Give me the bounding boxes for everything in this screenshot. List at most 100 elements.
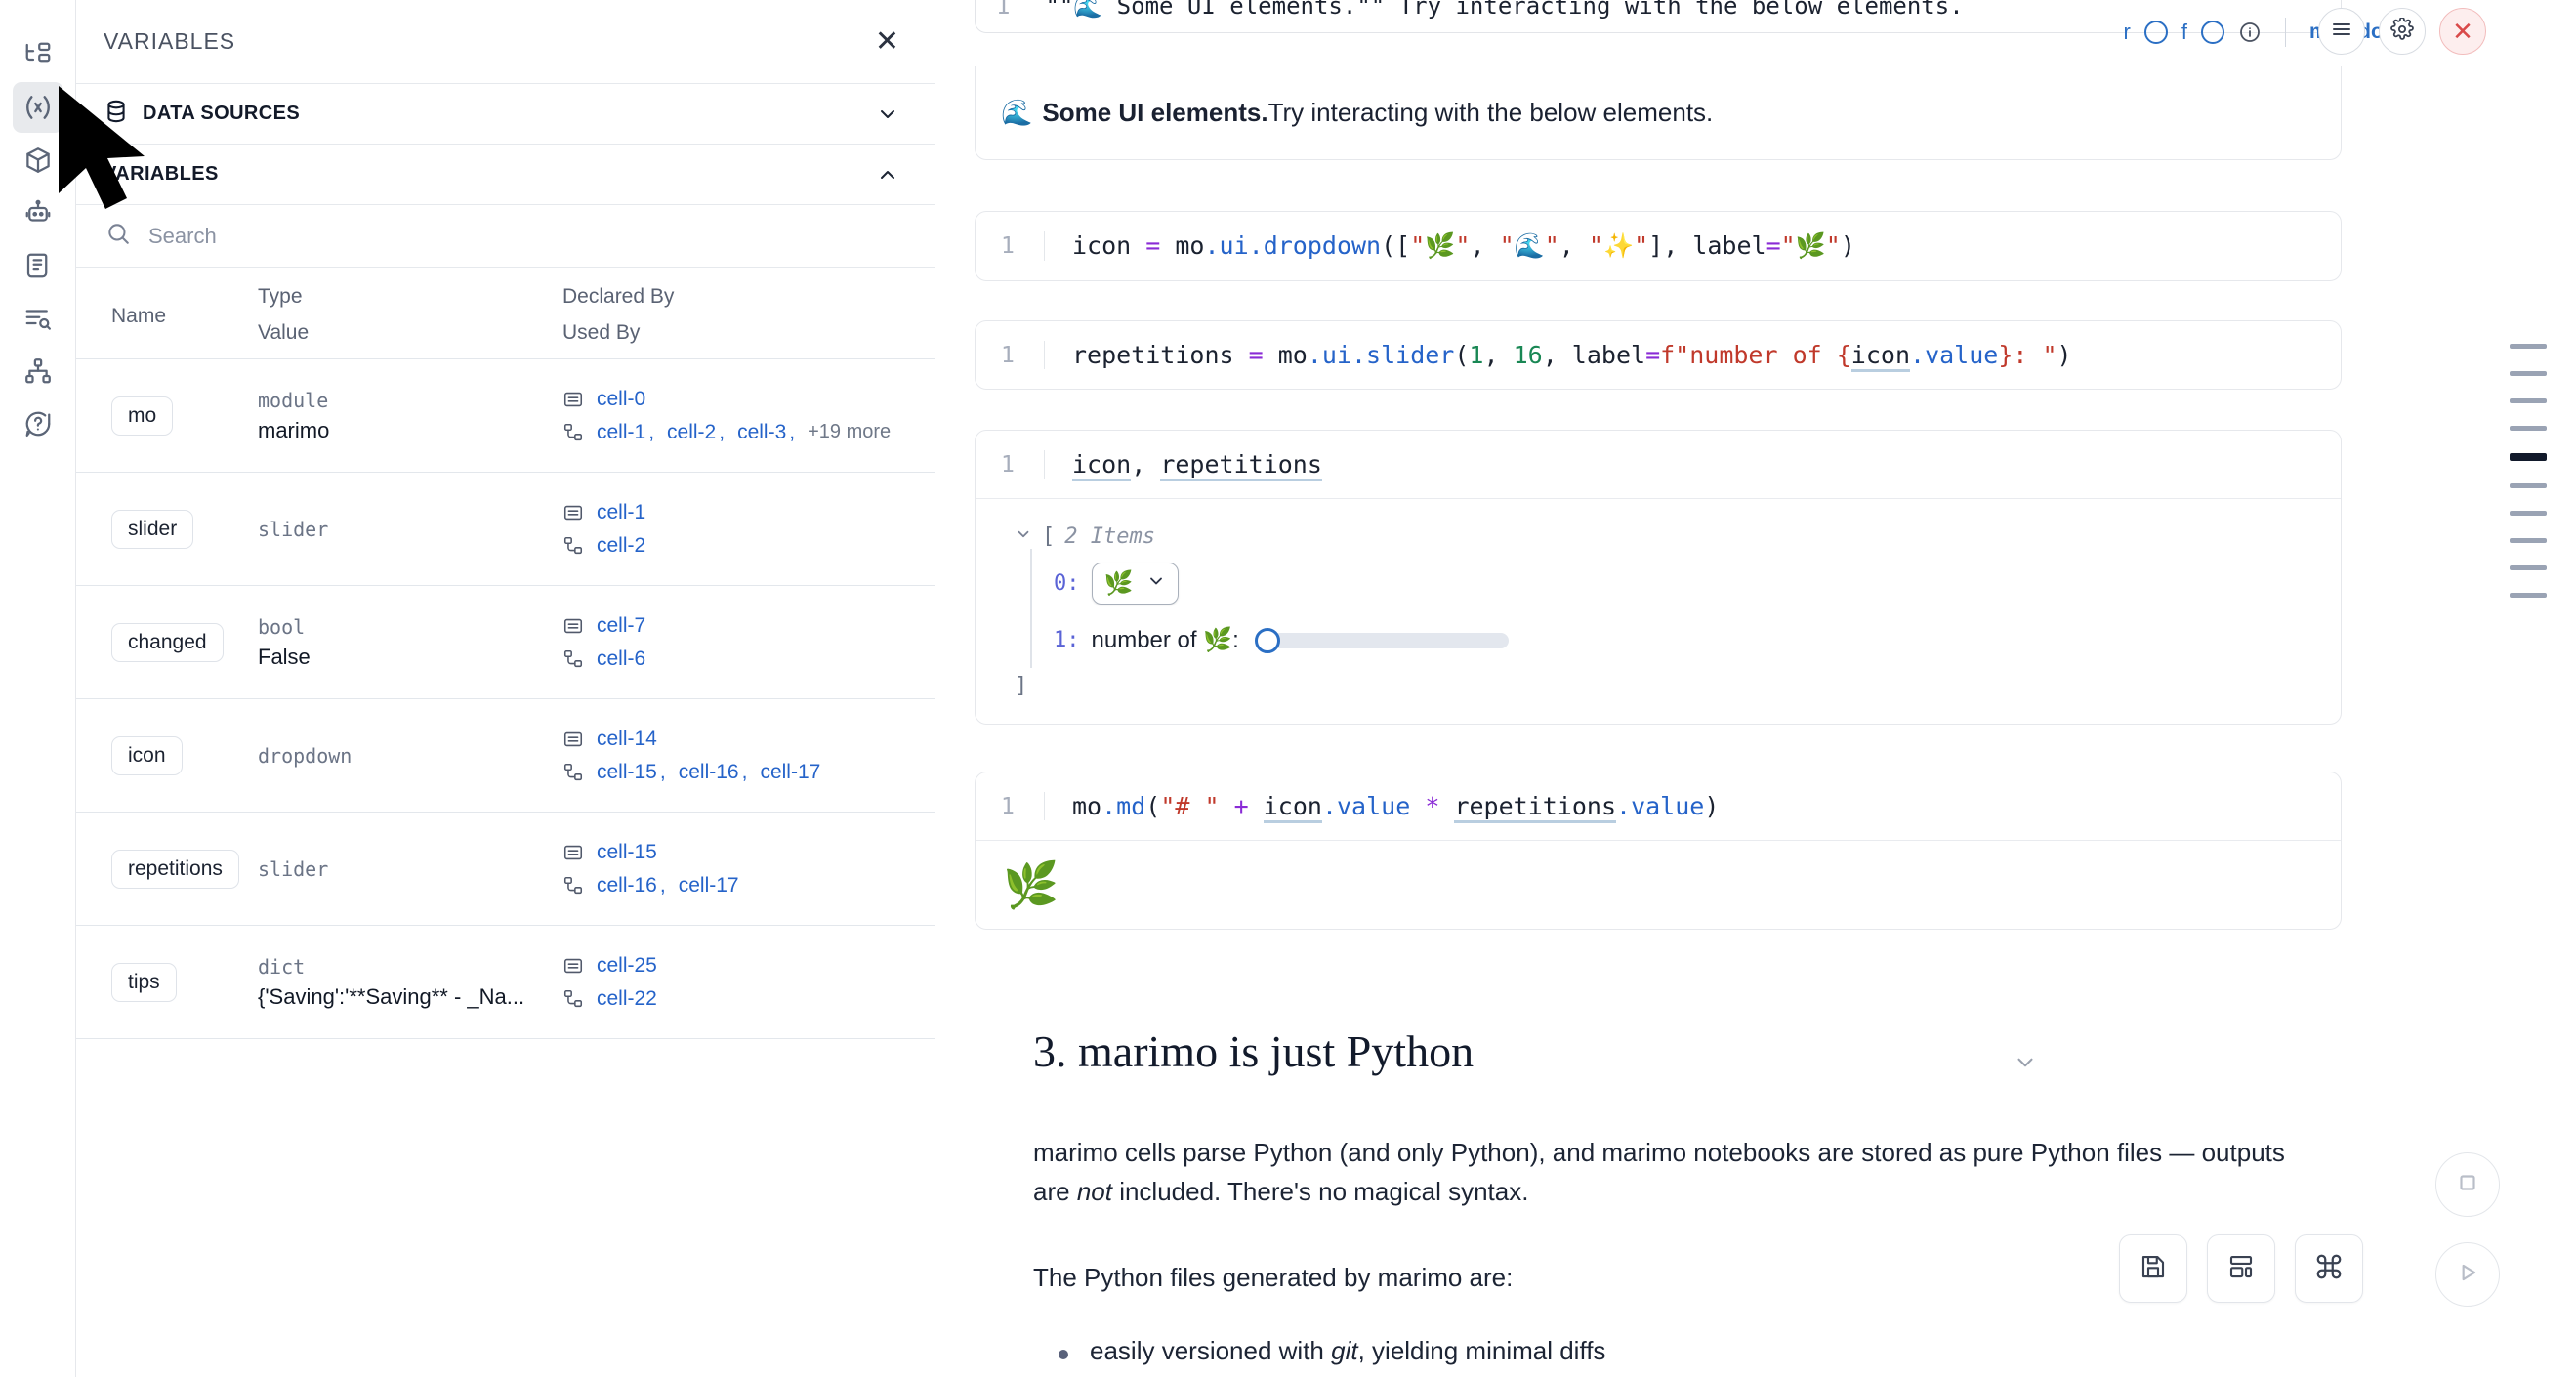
code-line[interactable]: 1 mo.md("# " + icon.value * repetitions.… — [976, 772, 2341, 840]
cell-link[interactable]: cell-14 — [597, 727, 657, 750]
used-by-line: cell-6 — [562, 647, 915, 671]
minimap-dash[interactable] — [2510, 538, 2547, 543]
variable-value: marimo — [258, 417, 330, 442]
variable-name-chip[interactable]: repetitions — [111, 849, 239, 889]
variable-name-chip[interactable]: changed — [111, 622, 224, 662]
cell-link[interactable]: cell-2 — [667, 420, 717, 443]
slider-widget[interactable] — [1254, 627, 1509, 653]
code-cell-md[interactable]: 1 mo.md("# " + icon.value * repetitions.… — [975, 772, 2342, 930]
database-icon — [104, 99, 129, 129]
variable-name-cell: changed — [111, 622, 258, 662]
used-by-more[interactable]: +19 more — [808, 421, 892, 442]
collapse-section-3-icon[interactable] — [2013, 1050, 2038, 1075]
variable-name-chip[interactable]: mo — [111, 396, 174, 436]
cell-link[interactable]: cell-0 — [597, 387, 646, 410]
minimap-dash[interactable] — [2510, 483, 2547, 488]
cell-link[interactable]: cell-1 — [597, 500, 646, 523]
cell-delete-button[interactable]: ✕ — [2439, 8, 2486, 55]
cell-link[interactable]: cell-17 — [678, 873, 739, 897]
cell-link[interactable]: cell-1 — [597, 420, 646, 443]
markdown-output: 🌊 Some UI elements. Try interacting with… — [975, 66, 2342, 160]
cell-link[interactable]: cell-22 — [597, 986, 657, 1010]
cell-minimap[interactable] — [2510, 344, 2547, 598]
variable-name-chip[interactable]: icon — [111, 735, 183, 775]
keyboard-shortcuts-button[interactable] — [2295, 1234, 2363, 1303]
used-by-line: cell-1,cell-2,cell-3,+19 more — [562, 421, 915, 444]
cell-link[interactable]: cell-15 — [597, 840, 657, 863]
separator: , — [648, 420, 655, 443]
minimap-dash[interactable] — [2510, 511, 2547, 516]
minimap-dash[interactable] — [2510, 565, 2547, 570]
variable-name-chip[interactable]: slider — [111, 509, 194, 549]
cell-link[interactable]: cell-25 — [597, 953, 657, 977]
truncated-code-line[interactable]: 1 ""🌊 Some UI elements."" Try interactin… — [996, 0, 2283, 25]
gear-icon — [2390, 16, 2414, 46]
tree-index: 1: — [1054, 628, 1080, 652]
code-line[interactable]: 1 icon = mo.ui.dropdown(["🌿", "🌊", "✨"],… — [976, 212, 2341, 280]
sidebar-item-ai-assistant[interactable] — [13, 188, 63, 238]
sidebar-item-variables[interactable] — [12, 82, 63, 133]
sidebar-item-dependency-graph[interactable] — [13, 346, 63, 396]
minimap-dash[interactable] — [2510, 453, 2547, 461]
section-data-sources[interactable]: DATA SOURCES — [76, 84, 935, 145]
code-cell-slider[interactable]: 1 repetitions = mo.ui.slider(1, 16, labe… — [975, 320, 2342, 390]
code-line[interactable]: 1 repetitions = mo.ui.slider(1, 16, labe… — [976, 321, 2341, 389]
minimap-dash[interactable] — [2510, 398, 2547, 403]
minimap-dash[interactable] — [2510, 344, 2547, 349]
info-icon[interactable] — [2238, 21, 2262, 44]
used-by-icon — [562, 535, 584, 557]
stop-button[interactable] — [2435, 1152, 2500, 1217]
tree-header[interactable]: [ 2 Items — [1015, 524, 2313, 549]
used-by-icon — [562, 648, 584, 670]
save-button[interactable] — [2119, 1234, 2187, 1303]
code-cell-tuple[interactable]: 1 icon, repetitions [ 2 Items 0: 🌿 — [975, 430, 2342, 725]
close-icon[interactable]: ✕ — [874, 24, 899, 58]
variable-name-chip[interactable]: tips — [111, 962, 177, 1002]
section-variables[interactable]: VARIABLES — [76, 145, 935, 205]
cell-settings-button[interactable] — [2379, 8, 2426, 55]
separator: , — [741, 760, 748, 783]
layout-button[interactable] — [2207, 1234, 2275, 1303]
sidebar-item-file-explorer[interactable] — [13, 29, 63, 80]
cell-link[interactable]: cell-3 — [737, 420, 787, 443]
cell-link[interactable]: cell-17 — [760, 760, 821, 783]
sidebar-item-packages[interactable] — [13, 135, 63, 186]
dropdown-widget[interactable]: 🌿 — [1091, 563, 1180, 605]
list-item: 1: number of 🌿: — [1054, 626, 2313, 654]
search-input[interactable] — [148, 223, 899, 249]
code-line[interactable]: 1 icon, repetitions — [976, 431, 2341, 498]
section-paragraph-2: The Python files generated by marimo are… — [1033, 1263, 1514, 1292]
cell-link[interactable]: cell-7 — [597, 613, 646, 637]
slider-handle[interactable] — [1254, 627, 1280, 653]
declared-by-icon — [562, 729, 584, 750]
variable-type: module — [258, 388, 329, 412]
cell-output-tuple: [ 2 Items 0: 🌿 1: — [976, 498, 2341, 724]
code-cell-dropdown[interactable]: 1 icon = mo.ui.dropdown(["🌿", "🌊", "✨"],… — [975, 211, 2342, 281]
chevron-down-icon — [1146, 570, 1166, 598]
minimap-dash[interactable] — [2510, 371, 2547, 376]
used-by-icon — [562, 875, 584, 897]
cell-link[interactable]: cell-16 — [678, 760, 739, 783]
declared-by-line: cell-1 — [562, 501, 915, 524]
cell-link[interactable]: cell-2 — [597, 533, 646, 557]
cell-link[interactable]: cell-16 — [597, 873, 657, 897]
minimap-dash[interactable] — [2510, 593, 2547, 598]
sidebar-item-outline[interactable] — [13, 293, 63, 344]
run-button[interactable] — [2435, 1242, 2500, 1307]
cell-menu-button[interactable] — [2318, 8, 2365, 55]
sidebar-item-scratchpad[interactable] — [13, 240, 63, 291]
sidebar-item-help[interactable] — [13, 398, 63, 449]
tree-item-count: 2 Items — [1064, 524, 1155, 549]
help-icon — [23, 409, 53, 438]
minimap-dash[interactable] — [2510, 426, 2547, 431]
cell-link[interactable]: cell-15 — [597, 760, 657, 783]
cell-link[interactable]: cell-6 — [597, 647, 646, 670]
slider-track[interactable] — [1271, 632, 1509, 648]
